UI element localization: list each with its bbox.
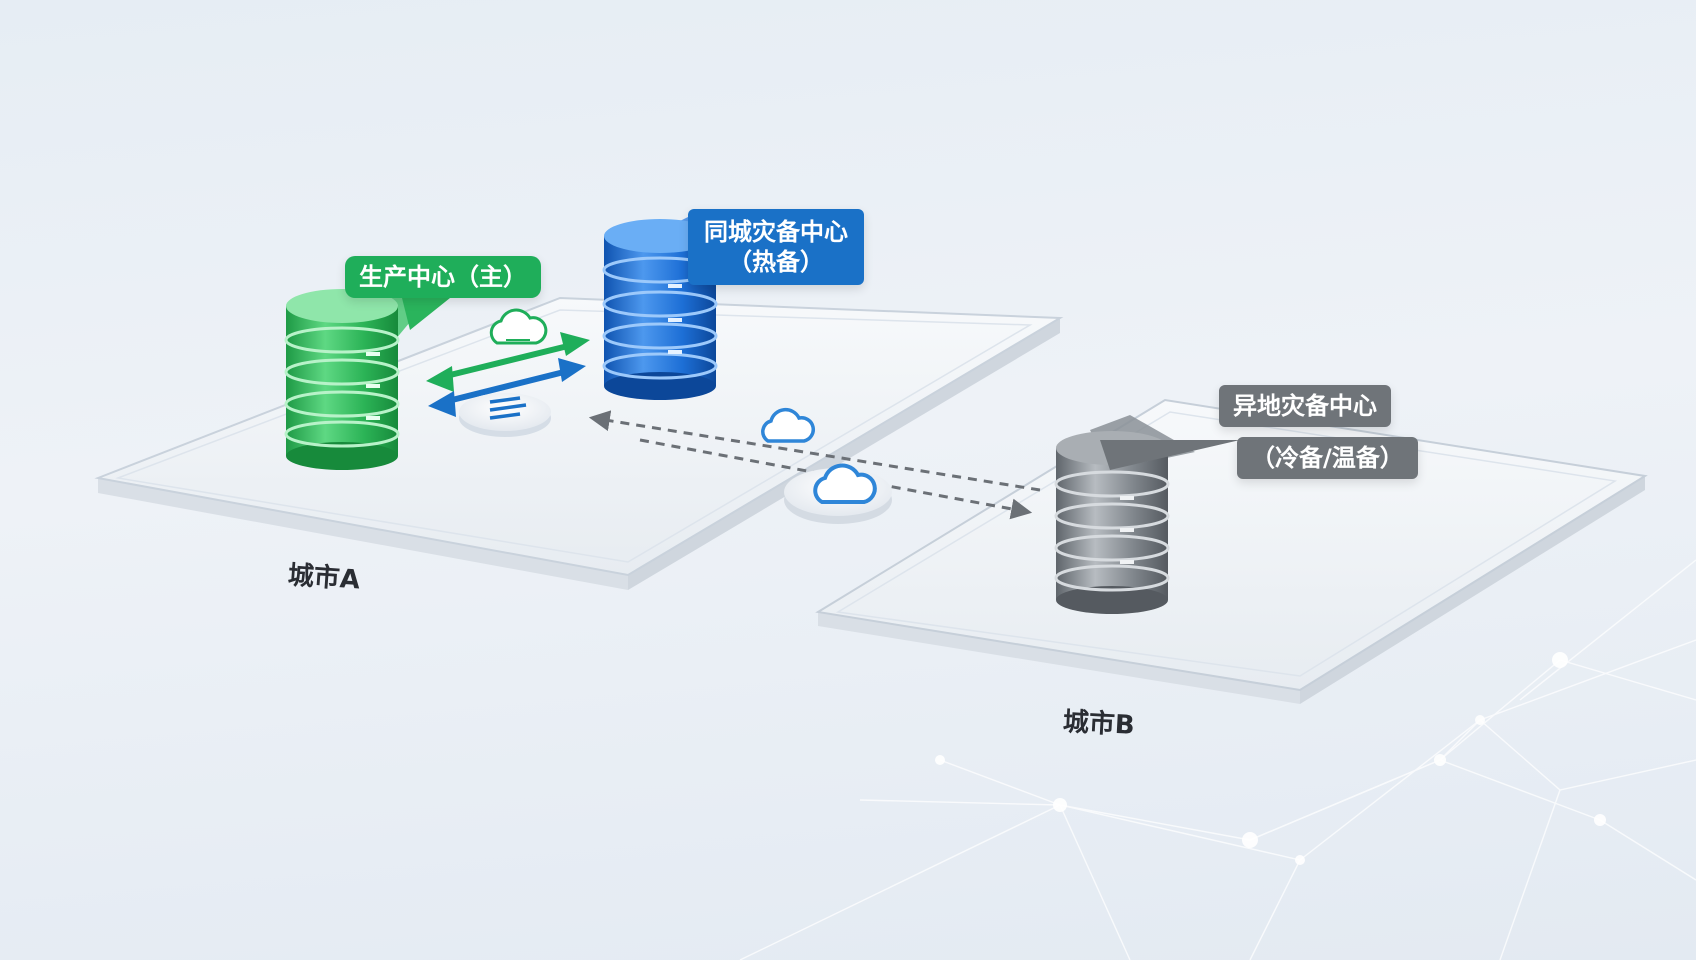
database-icon <box>284 286 440 470</box>
remote-dr-label: 异地灾备中心 <box>1219 385 1391 427</box>
city-b-platform <box>815 398 1648 704</box>
document-icon <box>459 393 551 437</box>
same-city-dr-title: 同城灾备中心 <box>704 218 848 246</box>
same-city-dr-label: 同城灾备中心 （热备） <box>688 209 864 285</box>
city-a-platform <box>94 296 1064 590</box>
bidirectional-arrow-icon <box>426 332 590 417</box>
same-city-dr-subtitle: （热备） <box>728 248 824 276</box>
remote-callout-pointer <box>1100 440 1240 470</box>
production-center-label: 生产中心（主） <box>345 256 541 298</box>
remote-dr-mode-label: （冷备/温备） <box>1237 437 1418 479</box>
city-a-label: 城市A <box>286 560 361 596</box>
cloud-icon <box>784 463 892 524</box>
city-b-label: 城市B <box>1062 707 1136 741</box>
network-nodes <box>935 652 1606 865</box>
production-callout-pointer <box>400 290 460 330</box>
cloud-icon <box>489 308 548 345</box>
cloud-icon <box>761 407 815 443</box>
database-icon <box>602 216 718 400</box>
